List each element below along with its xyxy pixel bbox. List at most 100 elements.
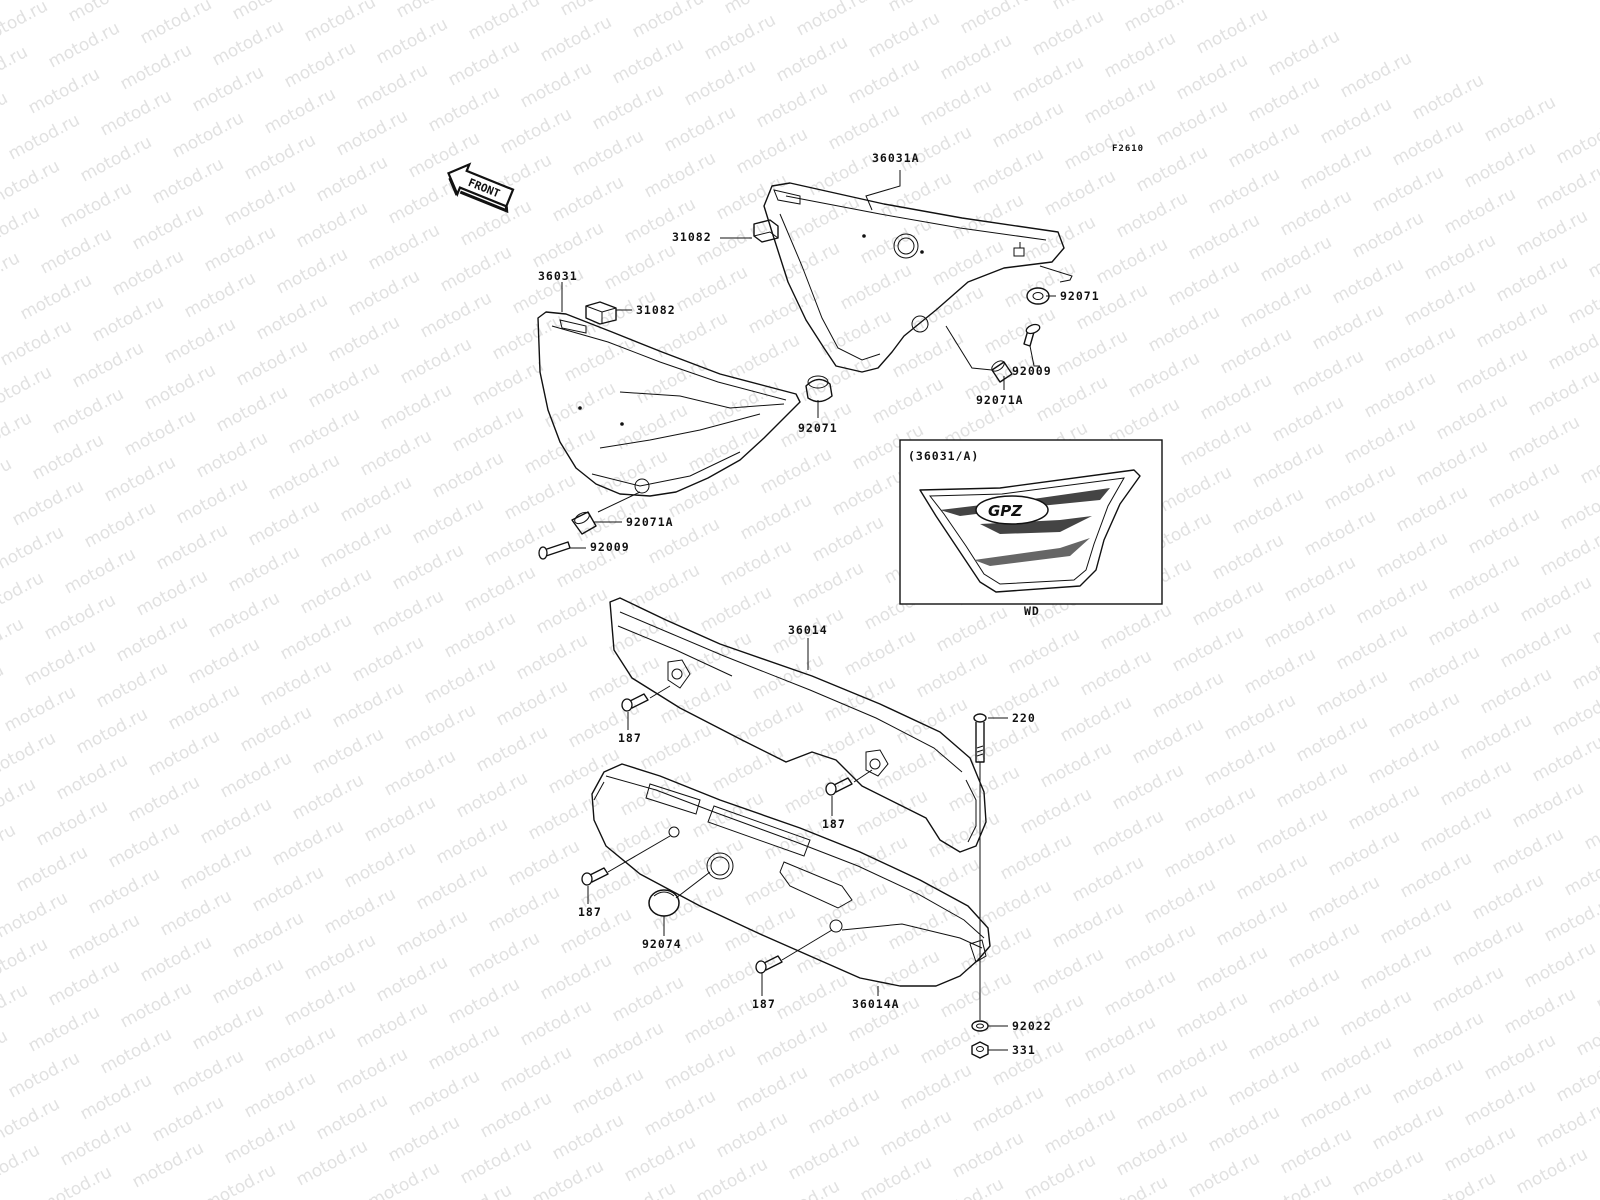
watermark-text: motod.ru [369, 586, 447, 640]
watermark-text: motod.ru [1173, 988, 1251, 1042]
watermark-text: motod.ru [529, 1156, 607, 1200]
watermark-text: motod.ru [309, 724, 387, 778]
watermark-text: motod.ru [125, 772, 203, 826]
watermark-text: motod.ru [1569, 640, 1600, 694]
watermark-text: motod.ru [1481, 92, 1559, 146]
watermark-text: motod.ru [1329, 254, 1407, 308]
watermark-text: motod.ru [1521, 938, 1599, 992]
watermark-text: motod.ru [661, 1040, 739, 1094]
watermark-text: motod.ru [137, 0, 215, 48]
watermark-text: motod.ru [641, 148, 719, 202]
watermark-text: motod.ru [957, 0, 1035, 38]
watermark-text: motod.ru [137, 932, 215, 986]
watermark-text: motod.ru [241, 130, 319, 184]
watermark-text: motod.ru [421, 654, 499, 708]
watermark-text: motod.ru [133, 566, 211, 620]
inset-panel: (36031/A) GPZ WD [899, 439, 1163, 618]
watermark-text: motod.ru [1445, 550, 1523, 604]
bolt-220 [973, 713, 987, 763]
watermark-text: motod.ru [741, 856, 819, 910]
watermark-text: motod.ru [321, 884, 399, 938]
watermark-text: motod.ru [417, 288, 495, 342]
watermark-text: motod.ru [793, 0, 871, 40]
watermark-text: motod.ru [1393, 482, 1471, 536]
watermark-text: motod.ru [0, 934, 51, 988]
watermark-text: motod.ru [1145, 302, 1223, 356]
watermark-text: motod.ru [1149, 668, 1227, 722]
watermark-text: motod.ru [1341, 414, 1419, 468]
watermark-text: motod.ru [1389, 1054, 1467, 1108]
watermark-text: motod.ru [1253, 804, 1331, 858]
watermark-text: motod.ru [1009, 990, 1087, 1044]
watermark-text: motod.ru [1485, 458, 1563, 512]
watermark-text: motod.ru [869, 374, 947, 428]
watermark-text: motod.ru [365, 220, 443, 274]
watermark-text: motod.ru [601, 240, 679, 294]
watermark-text: motod.ru [1237, 278, 1315, 332]
watermark-text: motod.ru [1101, 28, 1179, 82]
watermark-text: motod.ru [1577, 434, 1600, 488]
watermark-text: motod.ru [1101, 966, 1179, 1020]
label-36031: 36031 [538, 269, 578, 283]
watermark-text: motod.ru [809, 512, 887, 566]
watermark-text: motod.ru [505, 836, 583, 890]
side-cover-left [537, 311, 801, 497]
watermark-text: motod.ru [273, 244, 351, 298]
watermark-text: motod.ru [609, 34, 687, 88]
watermark-text: motod.ru [981, 304, 1059, 358]
watermark-text: motod.ru [1433, 390, 1511, 444]
watermark-text: motod.ru [1061, 1058, 1139, 1112]
watermark-text: motod.ru [0, 202, 43, 256]
watermark-text: motod.ru [1185, 210, 1263, 264]
label-92009-right: 92009 [1012, 364, 1052, 378]
watermark-text: motod.ru [389, 540, 467, 594]
watermark-text: motod.ru [713, 1108, 791, 1162]
watermark-text: motod.ru [913, 648, 991, 702]
watermark-text: motod.ru [405, 1066, 483, 1120]
watermark-text: motod.ru [57, 1116, 135, 1170]
watermark-text: motod.ru [0, 888, 71, 942]
watermark-text: motod.ru [721, 902, 799, 956]
watermark-text: motod.ru [789, 558, 867, 612]
watermark-text: motod.ru [1141, 874, 1219, 928]
watermark-text: motod.ru [285, 404, 363, 458]
nut-331 [971, 1041, 989, 1059]
watermark-text: motod.ru [157, 886, 235, 940]
label-31082-top: 31082 [672, 230, 712, 244]
watermark-text: motod.ru [105, 818, 183, 872]
watermark-text: motod.ru [1217, 324, 1295, 378]
watermark-text: motod.ru [753, 78, 831, 132]
watermark-text: motod.ru [1525, 366, 1600, 420]
watermark-text: motod.ru [245, 496, 323, 550]
watermark-text: motod.ru [1157, 462, 1235, 516]
watermark-text: motod.ru [1533, 160, 1600, 214]
watermark-text: motod.ru [765, 1176, 843, 1200]
watermark-text: motod.ru [317, 518, 395, 572]
watermark-text: motod.ru [281, 976, 359, 1030]
watermark-text: motod.ru [997, 830, 1075, 884]
watermark-text: motod.ru [165, 680, 243, 734]
watermark-text: motod.ru [0, 316, 75, 370]
watermark-text: motod.ru [1257, 1170, 1335, 1200]
watermark-text: motod.ru [121, 406, 199, 460]
watermark-text: motod.ru [705, 376, 783, 430]
watermark-text: motod.ru [1397, 848, 1475, 902]
watermark-text: motod.ru [733, 1062, 811, 1116]
watermark-text: motod.ru [1473, 298, 1551, 352]
watermark-text: motod.ru [1553, 114, 1600, 168]
watermark-text: motod.ru [549, 172, 627, 226]
watermark-text: motod.ru [153, 520, 231, 574]
watermark-text: motod.ru [813, 878, 891, 932]
label-187-d: 187 [752, 997, 776, 1011]
label-36031A: 36031A [872, 151, 920, 165]
watermark-text: motod.ru [773, 32, 851, 86]
watermark-text: motod.ru [361, 792, 439, 846]
label-92074: 92074 [642, 937, 682, 951]
watermark-text: motod.ru [1005, 624, 1083, 678]
watermark-text: motod.ru [1129, 714, 1207, 768]
watermark-text: motod.ru [301, 930, 379, 984]
watermark-text: motod.ru [145, 726, 223, 780]
watermark-text: motod.ru [1245, 72, 1323, 126]
watermark-text: motod.ru [569, 1064, 647, 1118]
watermark-text: motod.ru [0, 42, 31, 96]
